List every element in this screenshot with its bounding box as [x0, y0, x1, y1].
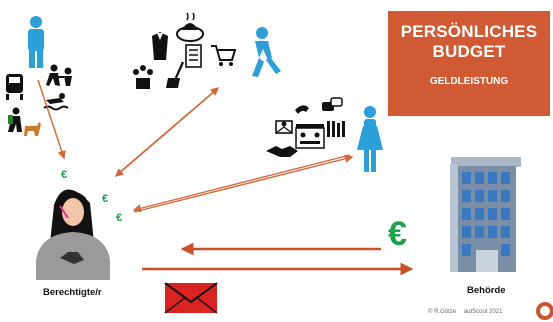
- envelope-icon: [275, 120, 293, 134]
- female-person-icon: [357, 106, 383, 172]
- arrow-daily-to-beneficiary: [114, 90, 216, 177]
- meeting-icon: [295, 124, 325, 149]
- chat-icon: [322, 97, 343, 111]
- euro-sign-small: €: [116, 212, 122, 224]
- title-main: PERSÖNLICHES BUDGET: [400, 22, 538, 61]
- broom-icon: [166, 61, 185, 88]
- hiker-with-dog-icon: [8, 107, 41, 136]
- handshake-icon: [266, 146, 298, 157]
- arrow-leisure-to-beneficiary: [37, 79, 66, 160]
- logo-icon: [536, 302, 553, 320]
- walking-person-icon: [252, 27, 281, 77]
- title-box: PERSÖNLICHES BUDGET GELDLEISTUNG: [388, 11, 550, 116]
- phone-icon: [295, 105, 309, 114]
- euro-sign-small: €: [102, 193, 108, 205]
- train-icon: [6, 74, 23, 100]
- building-icon: [450, 157, 521, 272]
- list-icon: [185, 44, 202, 68]
- euro-sign-small: €: [61, 169, 67, 181]
- credit-line: © R.Götze autScout 2021: [428, 309, 508, 315]
- money-flow-arrows: [142, 242, 414, 276]
- flow-arrows: [37, 79, 354, 213]
- euro-signs: € € € €: [61, 169, 407, 253]
- person-icon: [28, 16, 44, 68]
- arrow-services-to-beneficiary: [132, 154, 351, 213]
- dancing-couple-icon: [46, 64, 72, 86]
- food-plate-icon: [176, 12, 204, 42]
- flowerpot-icon: [133, 65, 153, 89]
- euro-sign-large: €: [388, 215, 407, 253]
- credit-source: autScout 2021: [463, 309, 503, 315]
- title-subtitle: GELDLEISTUNG: [429, 76, 509, 87]
- swimmer-icon: [43, 93, 69, 111]
- beneficiary-label: Berechtigte/r: [43, 287, 102, 298]
- envelope-icon: [164, 282, 218, 314]
- books-icon: [327, 121, 345, 137]
- credit-author: © R.Götze: [428, 309, 457, 315]
- arrow-beneficiary-to-services: [133, 154, 354, 213]
- beneficiary-figure: [36, 189, 110, 280]
- suit-icon: [152, 32, 168, 60]
- shopping-cart-icon: [211, 45, 237, 66]
- authority-label: Behörde: [467, 285, 506, 296]
